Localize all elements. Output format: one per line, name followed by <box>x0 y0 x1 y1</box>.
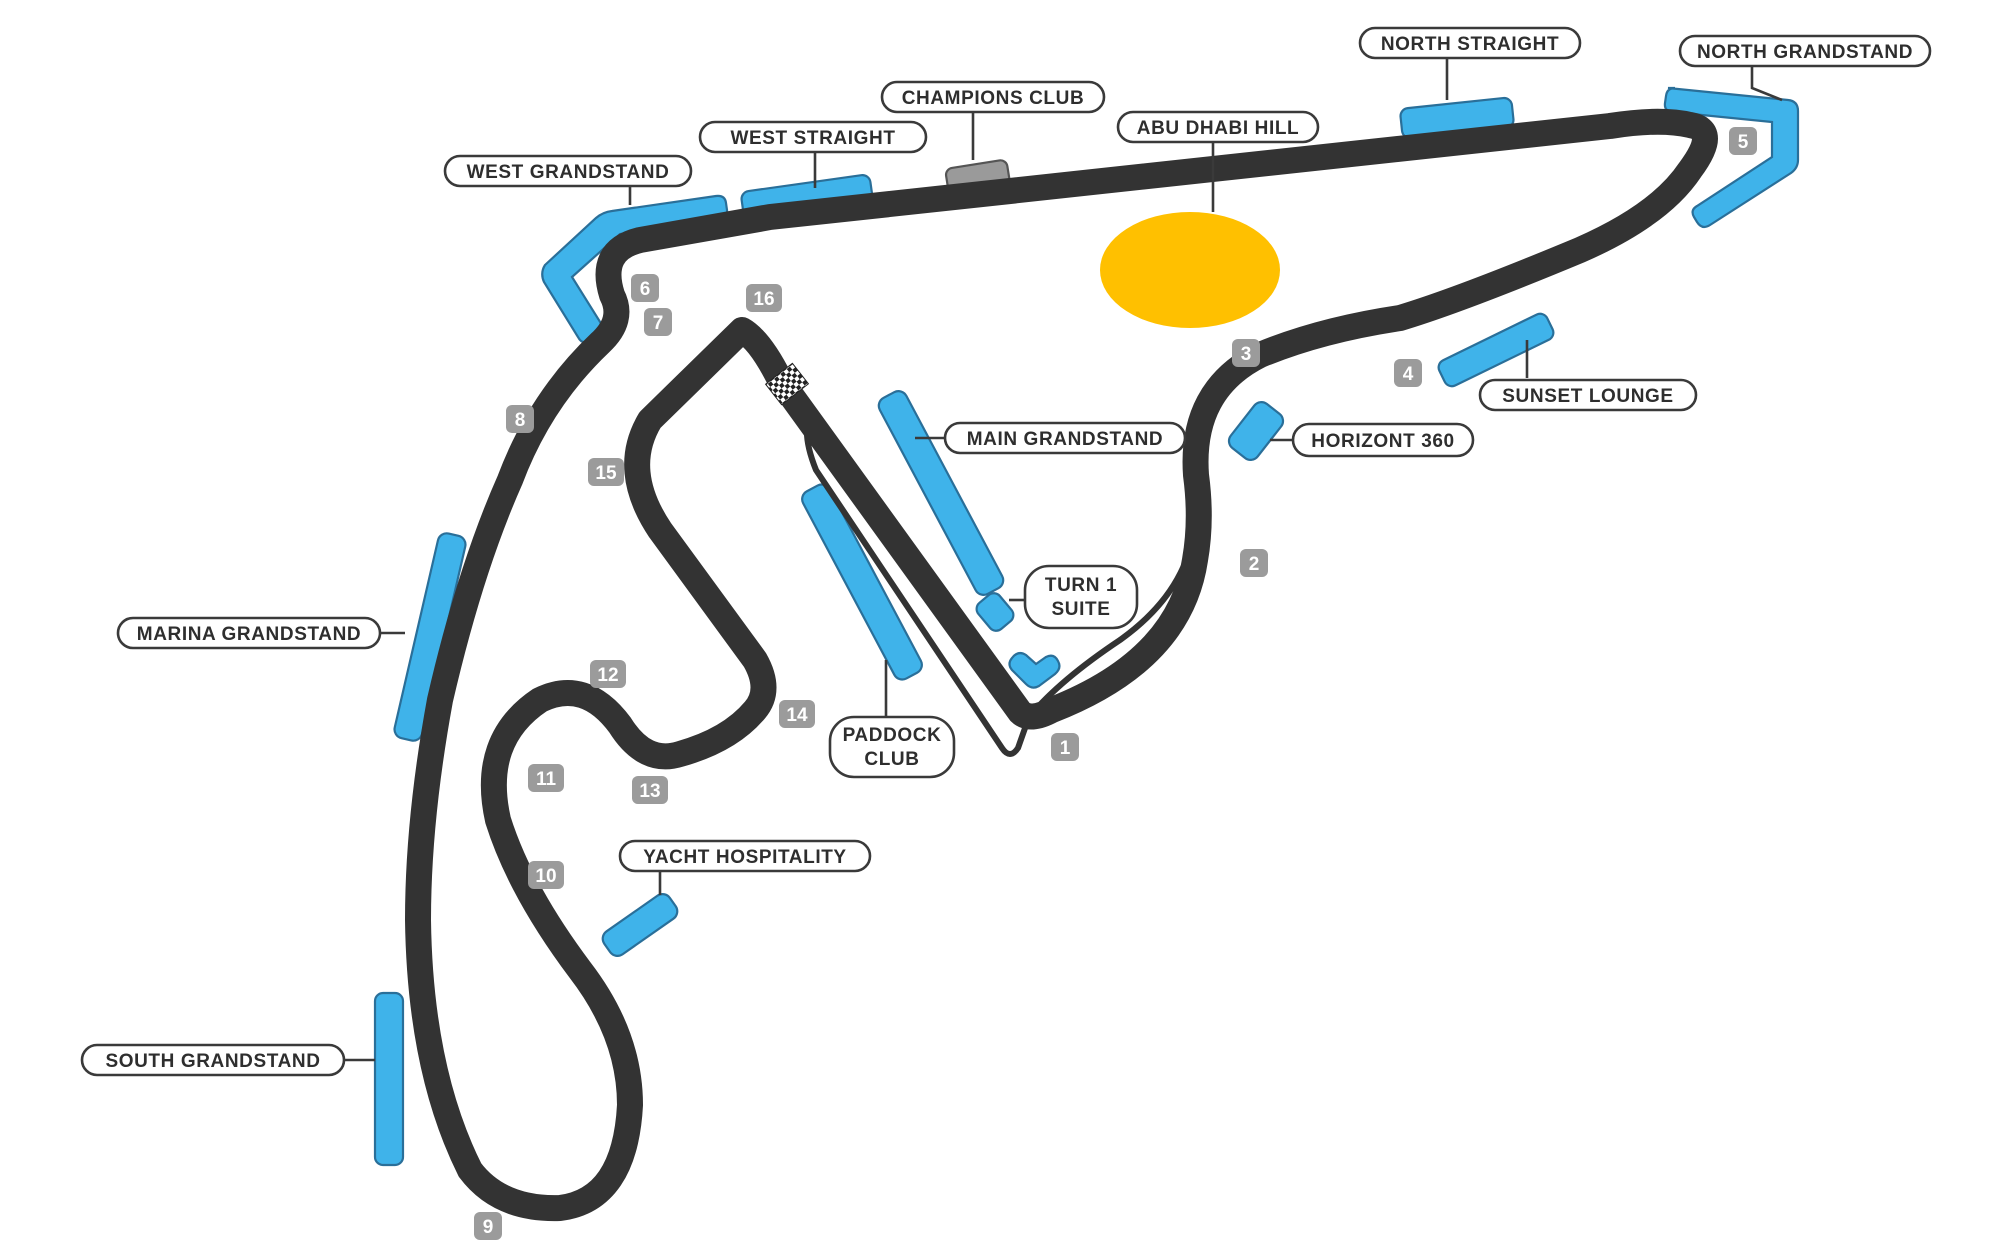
abu-dhabi-hill-label: ABU DHABI HILL <box>1137 118 1300 139</box>
turn1-suite-label-line2: SUITE <box>1052 599 1111 620</box>
turn-badge: 2 <box>1240 549 1268 577</box>
turn-badge: 6 <box>631 274 659 302</box>
label-turn1-suite[interactable]: TURN 1 SUITE <box>1023 564 1139 630</box>
turn1-suite-stand[interactable] <box>973 590 1016 634</box>
label-north-grandstand[interactable]: NORTH GRANDSTAND <box>1678 34 1932 68</box>
label-horizont-360[interactable]: HORIZONT 360 <box>1291 422 1475 458</box>
paddock-club-stand[interactable] <box>799 481 925 682</box>
turn-badge: 3 <box>1232 339 1260 367</box>
turn-badge: 15 <box>588 458 624 486</box>
label-abu-dhabi-hill[interactable]: ABU DHABI HILL <box>1116 110 1320 144</box>
svg-text:10: 10 <box>535 866 556 887</box>
label-west-grandstand[interactable]: WEST GRANDSTAND <box>443 154 693 188</box>
turn-badge: 1 <box>1051 733 1079 761</box>
main-grandstand-stand[interactable] <box>876 388 1007 598</box>
turn-badge: 9 <box>474 1212 502 1240</box>
label-marina-grandstand[interactable]: MARINA GRANDSTAND <box>116 616 382 650</box>
turn1-small-stand[interactable] <box>1008 651 1061 689</box>
turn-markers: 1 2 3 4 5 6 7 8 9 10 11 12 13 14 15 16 <box>474 127 1757 1240</box>
svg-text:15: 15 <box>595 463 617 484</box>
horizont-360-stand[interactable] <box>1225 398 1286 463</box>
south-grandstand-stand[interactable] <box>373 991 405 1167</box>
svg-text:13: 13 <box>639 781 660 802</box>
label-champions-club[interactable]: CHAMPIONS CLUB <box>880 80 1106 114</box>
turn-badge: 10 <box>528 861 564 889</box>
turn-badge: 7 <box>644 308 672 336</box>
turn-badge: 13 <box>632 776 668 804</box>
north-grandstand-stand[interactable] <box>1663 86 1800 229</box>
svg-text:7: 7 <box>653 313 664 334</box>
svg-text:16: 16 <box>753 289 774 310</box>
paddock-club-label-line2: CLUB <box>864 749 919 770</box>
paddock-club-label-line1: PADDOCK <box>843 725 942 746</box>
north-straight-label: NORTH STRAIGHT <box>1381 34 1559 55</box>
horizont-360-label: HORIZONT 360 <box>1311 431 1454 452</box>
main-grandstand-label: MAIN GRANDSTAND <box>967 429 1164 450</box>
west-grandstand-label: WEST GRANDSTAND <box>467 162 670 183</box>
turn-badge: 5 <box>1729 127 1757 155</box>
svg-text:5: 5 <box>1738 132 1749 153</box>
svg-text:8: 8 <box>515 410 526 431</box>
sunset-lounge-stand[interactable] <box>1436 311 1556 389</box>
race-track <box>405 108 1718 1222</box>
turn-badge: 12 <box>590 660 626 688</box>
checkered-flag-icon <box>764 362 810 406</box>
svg-text:12: 12 <box>597 665 618 686</box>
label-south-grandstand[interactable]: SOUTH GRANDSTAND <box>80 1043 346 1077</box>
yacht-hospitality-label: YACHT HOSPITALITY <box>643 847 846 868</box>
turn-badge: 4 <box>1394 359 1422 387</box>
south-grandstand-label: SOUTH GRANDSTAND <box>105 1051 320 1072</box>
champions-club-label: CHAMPIONS CLUB <box>902 88 1085 109</box>
north-grandstand-label: NORTH GRANDSTAND <box>1697 42 1913 63</box>
turn1-suite-label-line1: TURN 1 <box>1045 575 1117 596</box>
leader-lines <box>343 58 1783 1062</box>
label-sunset-lounge[interactable]: SUNSET LOUNGE <box>1478 378 1698 412</box>
turn-badge: 14 <box>779 700 815 728</box>
svg-text:9: 9 <box>483 1217 494 1238</box>
svg-text:14: 14 <box>786 705 808 726</box>
svg-text:6: 6 <box>640 279 651 300</box>
label-main-grandstand[interactable]: MAIN GRANDSTAND <box>943 421 1187 455</box>
label-yacht-hospitality[interactable]: YACHT HOSPITALITY <box>618 839 872 873</box>
yacht-hospitality-stand[interactable] <box>599 891 681 960</box>
label-west-straight[interactable]: WEST STRAIGHT <box>698 120 928 154</box>
label-paddock-club[interactable]: PADDOCK CLUB <box>828 715 956 779</box>
sunset-lounge-label: SUNSET LOUNGE <box>1502 386 1673 407</box>
grandstands <box>373 86 1800 1167</box>
turn-badge: 8 <box>506 405 534 433</box>
svg-text:2: 2 <box>1249 554 1260 575</box>
svg-text:4: 4 <box>1403 364 1414 385</box>
turn-badge: 16 <box>746 284 782 312</box>
svg-text:1: 1 <box>1060 738 1071 759</box>
west-straight-label: WEST STRAIGHT <box>730 128 895 149</box>
turn-badge: 11 <box>528 764 564 792</box>
svg-text:11: 11 <box>536 769 557 790</box>
marina-grandstand-label: MARINA GRANDSTAND <box>137 624 361 645</box>
label-north-straight[interactable]: NORTH STRAIGHT <box>1358 26 1582 60</box>
svg-text:3: 3 <box>1241 344 1252 365</box>
abu-dhabi-hill-area <box>1100 212 1280 328</box>
